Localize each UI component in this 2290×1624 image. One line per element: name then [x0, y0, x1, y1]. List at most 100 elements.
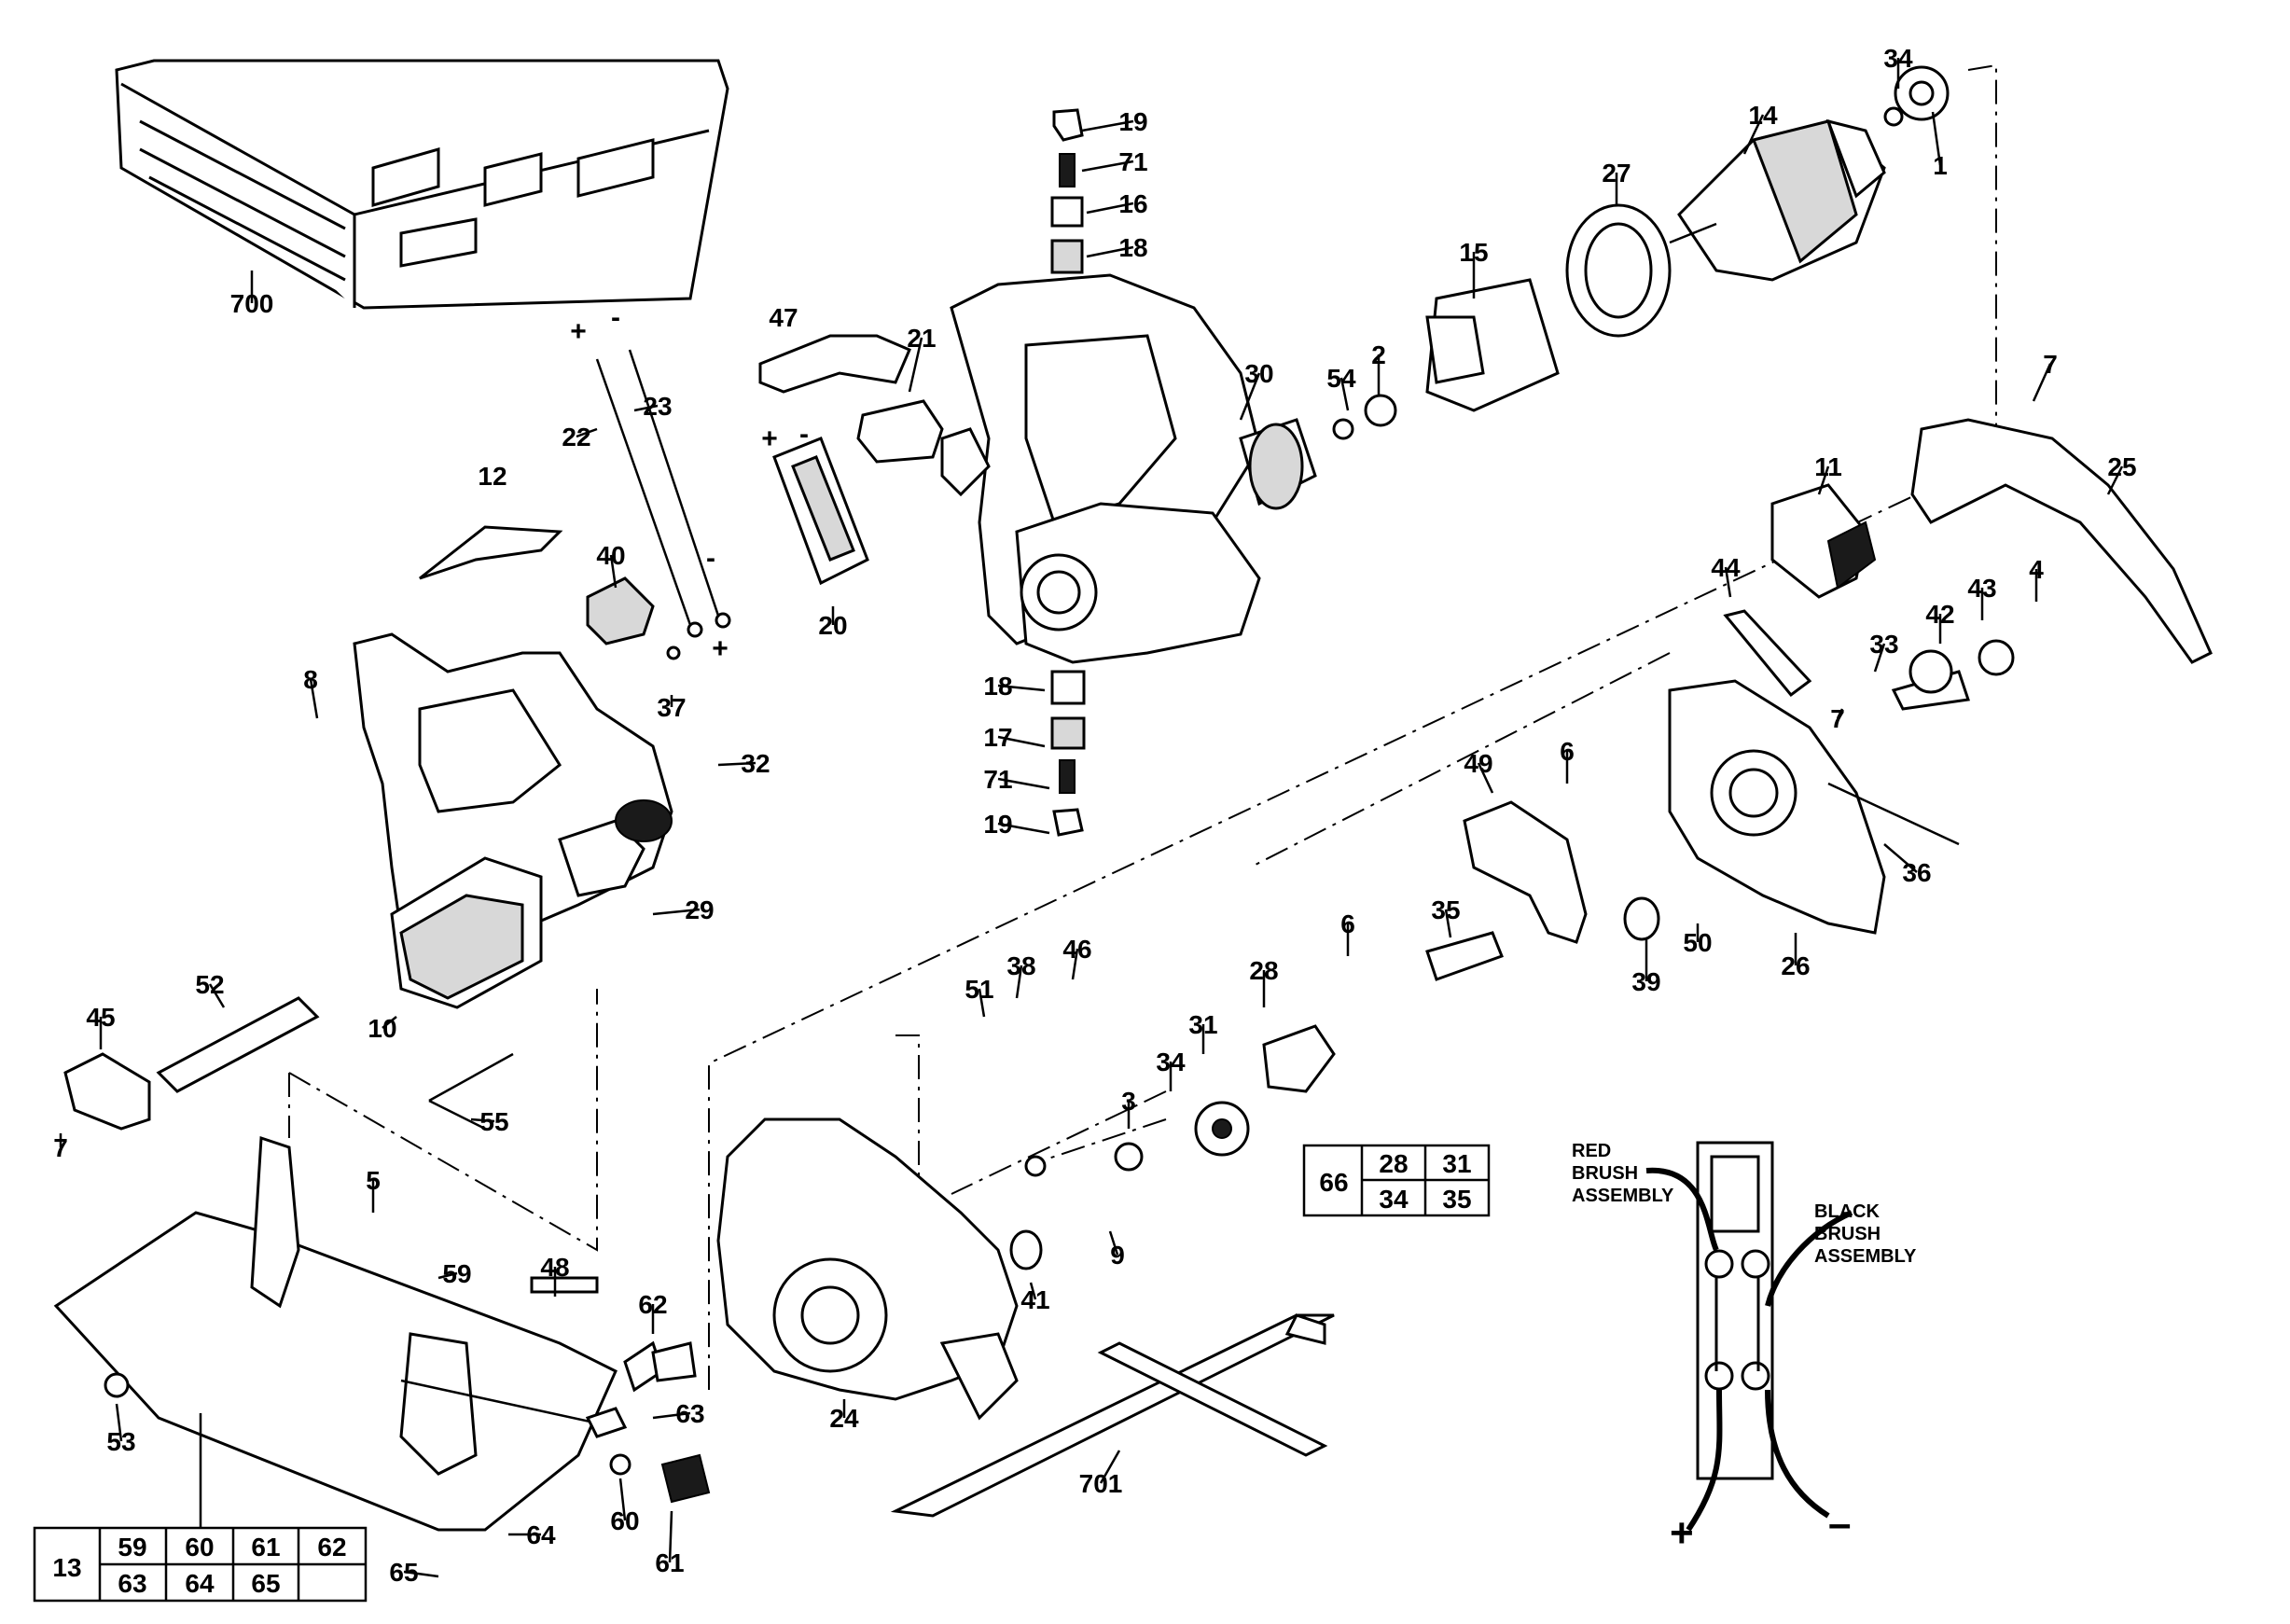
callout-number: 47 — [769, 303, 798, 332]
callout-number: 37 — [657, 693, 686, 722]
callout-number: 71 — [983, 765, 1012, 794]
kit-13-cell: 59 — [118, 1533, 146, 1562]
aux-handle — [63, 996, 514, 1131]
callout-number: 41 — [1020, 1285, 1049, 1314]
callout-number: 1 — [1933, 151, 1948, 180]
callout-leader-line — [1931, 111, 1942, 166]
callout-number: 31 — [1188, 1010, 1217, 1039]
kit-13-cell: 63 — [118, 1569, 146, 1598]
polarity-marks: + - - + + - — [570, 302, 809, 664]
callout-leader-line — [382, 1016, 397, 1029]
callout-number: 60 — [610, 1506, 639, 1535]
lead-wires — [595, 349, 731, 638]
callout-number: 18 — [1118, 233, 1147, 262]
bevel-knobs — [104, 1276, 711, 1504]
callout-number: 39 — [1631, 967, 1660, 996]
callout-number: 18 — [983, 672, 1012, 701]
polarity-plus: + — [570, 316, 587, 347]
callout-number: 71 — [1118, 147, 1147, 176]
callout-number: 6 — [1560, 737, 1575, 766]
callout-number: 10 — [368, 1014, 396, 1043]
callout-leader-line — [403, 1570, 439, 1578]
callout-leader-line — [978, 988, 986, 1018]
callout-leader-line — [2106, 465, 2124, 495]
callout-number: 25 — [2107, 452, 2136, 481]
callout-number: 61 — [655, 1548, 684, 1577]
callout-number: 35 — [1431, 895, 1460, 924]
callout-leaders — [59, 58, 2124, 1578]
callout-number: 8 — [303, 665, 318, 694]
label-and-trigger — [419, 525, 681, 660]
callout-number: 30 — [1244, 359, 1273, 388]
black-brush-label-3: ASSEMBLY — [1814, 1246, 1917, 1267]
callout-number: 11 — [1814, 452, 1842, 481]
callout-leader-line — [633, 404, 659, 412]
polarity-plus: + — [761, 423, 778, 454]
callout-leader-line — [2032, 363, 2052, 402]
callout-number: 53 — [106, 1427, 135, 1456]
callout-number: 40 — [596, 541, 625, 570]
callout-number: 14 — [1748, 101, 1778, 130]
callout-number: 46 — [1062, 935, 1091, 964]
callout-number: 19 — [983, 810, 1012, 839]
callout-leader-line — [437, 1271, 458, 1280]
callout-leader-line — [717, 761, 756, 767]
callout-number: 4 — [2029, 555, 2044, 584]
callout-leader-line — [309, 678, 319, 719]
kit-13-cell: 64 — [185, 1569, 215, 1598]
callout-number: 16 — [1118, 189, 1147, 218]
callout-number: 59 — [442, 1259, 471, 1288]
callout-number: 3 — [1121, 1087, 1136, 1116]
callout-leader-line — [1836, 708, 1844, 719]
callout-leader-line — [1883, 843, 1918, 873]
red-brush-label-1: RED — [1572, 1141, 1611, 1161]
upper-brush-stack — [1050, 108, 1084, 274]
callout-number: 27 — [1602, 159, 1631, 187]
callout-number: 55 — [479, 1107, 508, 1136]
callout-number: 49 — [1464, 749, 1492, 778]
callout-number: 64 — [526, 1520, 556, 1549]
callout-leader-line — [1742, 114, 1765, 155]
polarity-plus: + — [712, 633, 729, 664]
callout-number: 24 — [829, 1404, 859, 1433]
callout-leader-line — [997, 822, 1050, 835]
red-brush-label-3: ASSEMBLY — [1572, 1186, 1674, 1206]
kit-13-cell: 62 — [317, 1533, 346, 1562]
callout-number: 54 — [1326, 364, 1356, 393]
callout-number: 21 — [907, 324, 936, 353]
guard-lever-assembly — [1723, 418, 2213, 698]
polarity-minus: - — [611, 302, 620, 333]
kit-66-label: 66 — [1319, 1168, 1348, 1197]
callout-leader-line — [1081, 119, 1134, 132]
callout-number: 65 — [389, 1558, 418, 1587]
rip-fence — [890, 1313, 1335, 1518]
callout-number: 7 — [1830, 704, 1845, 733]
callout-number: 42 — [1925, 600, 1954, 629]
callout-number: 34 — [1883, 44, 1913, 73]
callout-number: 52 — [195, 970, 224, 999]
armature-assembly — [1332, 65, 1950, 440]
callout-leader-line — [576, 427, 598, 438]
callout-number: 12 — [478, 462, 507, 491]
callout-leader-line — [997, 777, 1050, 790]
callout-number: 23 — [643, 392, 672, 421]
callout-number: 34 — [1156, 1048, 1186, 1076]
callout-number: 15 — [1459, 238, 1488, 267]
callout-leader-line — [1477, 762, 1494, 794]
callout-number: 38 — [1006, 951, 1035, 980]
callout-leader-line — [208, 983, 226, 1008]
callout-number: 28 — [1249, 956, 1278, 985]
handle-cover-switch — [758, 334, 991, 586]
callout-number: 50 — [1683, 928, 1712, 957]
callout-number: 33 — [1869, 630, 1898, 659]
callout-leader-line — [618, 1478, 627, 1521]
callout-leader-line — [1086, 201, 1134, 215]
callout-leader-line — [652, 1411, 691, 1420]
motor-housing — [950, 273, 1317, 664]
black-brush-label-1: BLACK — [1814, 1201, 1881, 1222]
callout-number: 43 — [1967, 574, 1996, 603]
carrying-case — [115, 59, 729, 310]
wiring-plus-sign: + — [1670, 1510, 1694, 1556]
kit-66-cell: 28 — [1379, 1149, 1408, 1178]
